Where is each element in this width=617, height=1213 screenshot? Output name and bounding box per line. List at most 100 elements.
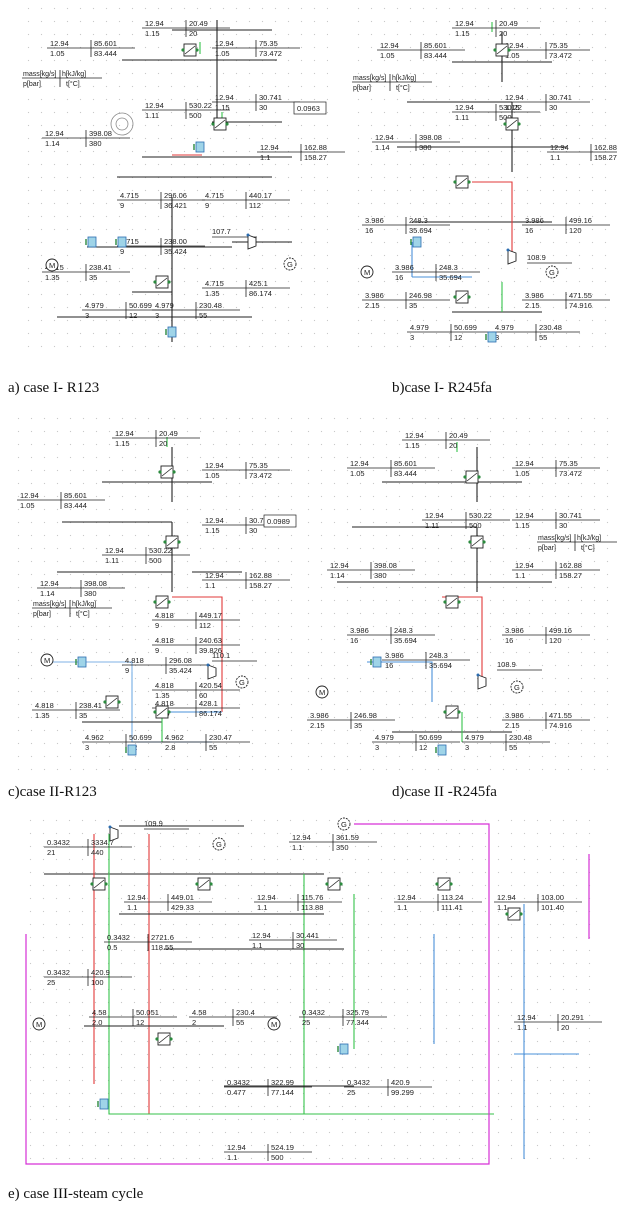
pressure-value: 2.0 — [92, 1018, 102, 1027]
pressure-value: 16 — [525, 226, 533, 235]
enthalpy-value: 50.699 — [129, 301, 152, 310]
svg-text:107.7: 107.7 — [212, 227, 231, 236]
pump-icon — [193, 141, 205, 153]
enthalpy-value: 398.08 — [89, 129, 112, 138]
power-output: 108.9 — [527, 253, 572, 264]
caption-a: a) case I- R123 — [8, 380, 100, 396]
temperature-value: 35 — [89, 273, 97, 282]
mass-value: 12.94 — [405, 431, 424, 440]
generator-icon: G — [212, 837, 226, 851]
pressure-value: 1.35 — [205, 289, 220, 298]
pressure-value: 1.35 — [155, 691, 170, 700]
heat-exchanger-icon — [443, 595, 461, 609]
pressure-value: 2.8 — [165, 743, 175, 752]
temperature-value: 77.344 — [346, 1018, 369, 1027]
mass-value: 3.986 — [365, 216, 384, 225]
enthalpy-value: 530.22 — [189, 101, 212, 110]
pressure-value: 25 — [302, 1018, 310, 1027]
legend-temperature: t[°C] — [396, 84, 410, 92]
enthalpy-value: 230.4 — [236, 1008, 255, 1017]
caption-d: d)case II -R245fa — [392, 784, 497, 800]
legend-temperature: t[°C] — [66, 80, 80, 88]
mass-value: 3.986 — [310, 711, 329, 720]
legend-enthalpy: h[kJ/kg] — [72, 601, 96, 608]
svg-text:G: G — [514, 683, 520, 692]
pressure-value: 1.15 — [405, 441, 420, 450]
mass-value: 4.58 — [92, 1008, 107, 1017]
heat-exchanger-icon — [453, 175, 471, 189]
mass-value: 12.94 — [227, 1143, 246, 1152]
enthalpy-value: 238.41 — [89, 263, 112, 272]
pump-icon — [485, 331, 497, 343]
generator-icon: G — [283, 257, 297, 271]
enthalpy-value: 238.41 — [79, 701, 102, 710]
enthalpy-value: 420.9 — [391, 1078, 410, 1087]
temperature-value: 20 — [449, 441, 457, 450]
mass-value: 4.818 — [155, 636, 174, 645]
pressure-value: 1.11 — [455, 113, 469, 122]
legend-mass: mass[kg/s] — [23, 71, 57, 78]
pressure-value: 2.15 — [365, 301, 380, 310]
temperature-value: 380 — [89, 139, 102, 148]
pressure-value: 1.1 — [497, 903, 507, 912]
enthalpy-value: 75.35 — [559, 459, 578, 468]
pump-icon — [97, 1098, 109, 1110]
efficiency-value: 0.0989 — [263, 514, 297, 528]
pressure-value: 1.11 — [105, 556, 119, 565]
legend-key: mass[kg/s]h[kJ/kg]p[bar]t[°C] — [537, 534, 617, 552]
temperature-value: 83.444 — [94, 49, 117, 58]
enthalpy-value: 296.08 — [169, 656, 192, 665]
generator-icon: G — [545, 265, 559, 279]
temperature-value: 429.33 — [171, 903, 194, 912]
temperature-value: 12 — [129, 311, 137, 320]
temperature-value: 380 — [374, 571, 387, 580]
mass-value: 12.94 — [380, 41, 399, 50]
mass-value: 12.94 — [515, 511, 534, 520]
generator-icon: G — [510, 680, 524, 694]
mass-value: 12.94 — [550, 143, 569, 152]
pressure-value: 3 — [85, 743, 89, 752]
pressure-value: 3 — [85, 311, 89, 320]
heat-exchanger-icon — [325, 877, 343, 891]
legend-pressure: p[bar] — [33, 611, 51, 618]
temperature-value: 73.472 — [559, 469, 582, 478]
enthalpy-value: 30.741 — [549, 93, 572, 102]
enthalpy-value: 20.49 — [499, 19, 518, 28]
pressure-value: 1.1 — [252, 941, 262, 950]
enthalpy-value: 248.3 — [394, 626, 413, 635]
mass-value: 12.94 — [252, 931, 271, 940]
temperature-value: 12 — [419, 743, 427, 752]
enthalpy-value: 524.19 — [271, 1143, 294, 1152]
enthalpy-value: 398.08 — [374, 561, 397, 570]
pressure-value: 3 — [155, 311, 159, 320]
enthalpy-value: 50.051 — [136, 1008, 159, 1017]
mass-value: 12.94 — [127, 893, 146, 902]
legend-key: mass[kg/s]h[kJ/kg]p[bar]t[°C] — [22, 70, 102, 88]
mass-value: 12.94 — [105, 546, 124, 555]
generator-icon: G — [337, 817, 351, 831]
svg-text:108.9: 108.9 — [527, 253, 546, 262]
temperature-value: 74.916 — [549, 721, 572, 730]
pressure-value: 3 — [375, 743, 379, 752]
heat-exchanger-icon — [493, 43, 511, 57]
temperature-value: 500 — [189, 111, 202, 120]
enthalpy-value: 50.699 — [129, 733, 152, 742]
enthalpy-value: 20.49 — [159, 429, 178, 438]
enthalpy-value: 162.88 — [249, 571, 272, 580]
mass-value: 12.94 — [455, 19, 474, 28]
enthalpy-value: 85.601 — [94, 39, 117, 48]
pump-icon — [165, 326, 177, 338]
mass-value: 4.962 — [85, 733, 104, 742]
svg-text:G: G — [239, 678, 245, 687]
